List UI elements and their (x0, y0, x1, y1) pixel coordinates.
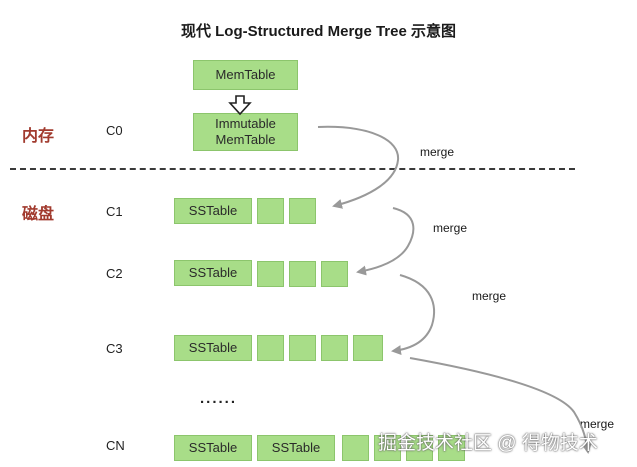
merge-label-2: merge (433, 221, 468, 235)
merge-arrow-c3-cn (409, 357, 592, 454)
sstable-cn-2: SSTable (257, 435, 335, 461)
sstable-label: SSTable (188, 203, 238, 218)
memory-disk-divider (10, 168, 575, 170)
sstable-label: SSTable (188, 265, 238, 280)
level-label-c2: C2 (106, 266, 123, 281)
immutable-label-line1: Immutable (215, 116, 276, 131)
level-ellipsis: ...... (200, 390, 238, 407)
merge-label-1: merge (420, 145, 455, 159)
sstable-block (289, 261, 316, 287)
sstable-block (438, 435, 465, 461)
watermark: 掘金技术社区 @ 得物技术 (378, 433, 598, 454)
sstable-label: SSTable (188, 340, 238, 355)
sstable-block (257, 335, 284, 361)
merge-label-3: merge (472, 289, 507, 303)
sstable-cn-1: SSTable (174, 435, 252, 461)
memtable-label: MemTable (215, 67, 276, 82)
merge-arrow-c1-c2 (356, 207, 415, 276)
merge-arrow-c2-c3 (391, 274, 436, 356)
immutable-label-line2: MemTable (215, 132, 276, 147)
sstable-block (406, 435, 433, 461)
sstable-block (321, 335, 348, 361)
sstable-block (353, 335, 383, 361)
merge-label-4: merge (580, 417, 615, 431)
sstable-block (321, 261, 348, 287)
sstable-block (289, 335, 316, 361)
sstable-block (289, 198, 316, 224)
flush-arrow-icon (228, 95, 252, 116)
memtable-box: MemTable (193, 60, 298, 90)
sstable-block (374, 435, 401, 461)
sstable-label: SSTable (271, 440, 321, 455)
sstable-c2: SSTable (174, 260, 252, 286)
level-label-cn: CN (106, 438, 125, 453)
sstable-block (257, 261, 284, 287)
level-label-c1: C1 (106, 204, 123, 219)
region-label-disk: 磁盘 (22, 206, 55, 223)
sstable-block (257, 198, 284, 224)
sstable-block (342, 435, 369, 461)
sstable-label: SSTable (188, 440, 238, 455)
region-label-memory: 内存 (22, 128, 55, 145)
level-label-c0: C0 (106, 123, 123, 138)
level-label-c3: C3 (106, 341, 123, 356)
diagram-title: 现代 Log-Structured Merge Tree 示意图 (180, 23, 457, 40)
merge-arrow-c0-c1 (317, 125, 400, 209)
immutable-memtable-box: Immutable MemTable (193, 113, 298, 151)
sstable-c3: SSTable (174, 335, 252, 361)
sstable-c1: SSTable (174, 198, 252, 224)
